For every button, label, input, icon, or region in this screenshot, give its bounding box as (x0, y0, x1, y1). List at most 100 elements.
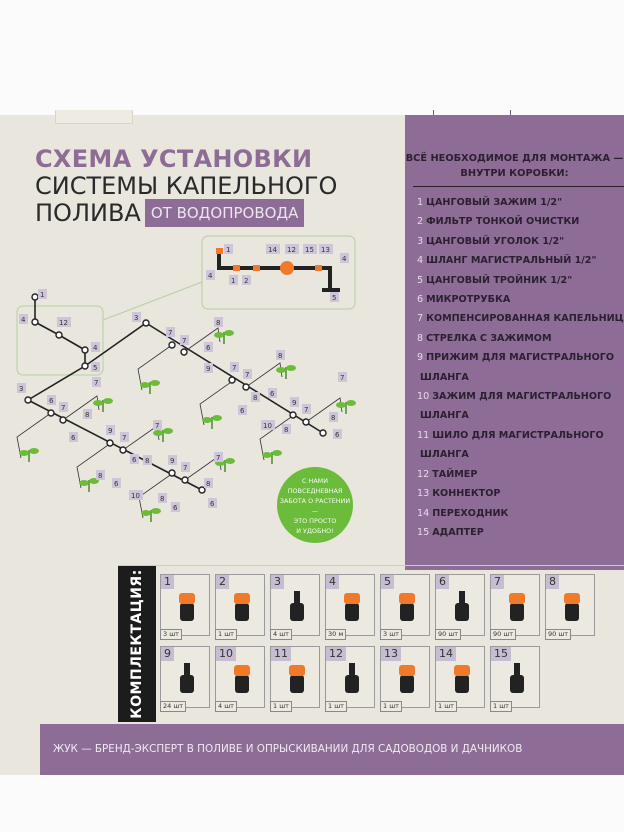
item-number: 15 (417, 526, 430, 538)
plant-icon (153, 430, 163, 436)
label-box (91, 362, 100, 372)
label-box (214, 317, 223, 327)
brand-footer: ЖУК — БРЕНД-ЭКСПЕРТ В ПОЛИВЕ И ОПРЫСКИВА… (40, 724, 624, 775)
diagram-label: 7 (304, 406, 308, 414)
connector-node (55, 331, 63, 339)
diagram-label: 7 (61, 404, 65, 412)
kit-item-quantity: 3 шт (380, 629, 402, 640)
connector-node (289, 411, 297, 419)
plant-icon (29, 448, 39, 454)
diagram-label: 15 (305, 246, 314, 254)
kit-item-quantity: 1 шт (325, 701, 347, 712)
item-text: ТАЙМЕР (432, 468, 478, 480)
label-box (285, 244, 299, 254)
label-box (319, 244, 333, 254)
kit-item-number: 9 (161, 647, 174, 661)
kit-item-quantity: 1 шт (380, 701, 402, 712)
badge-text: ЗАБОТА О РАСТЕНИИ (279, 497, 351, 505)
diagram-label: 7 (168, 329, 172, 337)
label-box (208, 498, 217, 508)
micro-tube (183, 327, 221, 353)
slogan-badge: С НАМИ ПОВСЕДНЕВНАЯ ЗАБОТА О РАСТЕНИИ — … (277, 467, 353, 543)
connector-node (168, 341, 176, 349)
connector-node (319, 429, 327, 437)
part-image (395, 589, 419, 623)
kit-item-number: 3 (271, 575, 284, 589)
item-text: ЦАНГОВЫЙ ЗАЖИМ 1/2" (426, 197, 563, 208)
diagram-label: 6 (335, 431, 340, 439)
label-box (132, 312, 141, 322)
diagram-label: 6 (132, 456, 137, 464)
connector-node (242, 383, 250, 391)
diagram-label: 3 (19, 385, 23, 393)
diagram-label: 5 (93, 364, 97, 372)
label-box (238, 405, 247, 415)
plant-icon (19, 450, 29, 456)
badge-text: ЭТО ПРОСТО (293, 517, 337, 525)
label-box (83, 409, 92, 419)
item-text: ФИЛЬТР ТОНКОЙ ОЧИСТКИ (426, 216, 580, 228)
label-box (158, 493, 167, 503)
label-box (251, 392, 260, 402)
micro-tube (137, 344, 173, 391)
item-number: 2 (417, 216, 424, 228)
plant-icon (140, 382, 150, 388)
connector-node (31, 318, 39, 326)
diagram-label: 2 (244, 277, 248, 285)
diagram-label: 6 (270, 390, 275, 398)
item-text: КОННЕКТОР (432, 488, 501, 500)
divider (413, 186, 624, 187)
item-number: 9 (417, 352, 424, 364)
diagram-label: 7 (94, 379, 98, 387)
diagram-label: 8 (284, 426, 288, 434)
kit-item-number: 2 (216, 575, 229, 589)
diagram-label: 6 (49, 397, 54, 405)
part-image (450, 589, 474, 623)
label-box (166, 327, 175, 337)
parts-list-item: ШЛАНГА (417, 368, 624, 387)
item-number: 11 (417, 429, 430, 441)
connector-node (81, 346, 89, 354)
part-image (450, 661, 474, 695)
kit-item-quantity: 4 шт (270, 629, 292, 640)
label-box (59, 402, 68, 412)
diagram-label: 10 (131, 492, 140, 500)
diagram-label: 4 (342, 255, 347, 263)
micro-tube (259, 414, 295, 461)
label-box (329, 412, 338, 422)
item-number: 6 (417, 294, 424, 306)
item-text: КОМПЕНСИРОВАННАЯ КАПЕЛЬНИЦА (426, 313, 624, 325)
kit-item-quantity: 1 шт (215, 629, 237, 640)
micro-tube (76, 442, 112, 489)
label-box (206, 270, 215, 280)
diagram-label: 6 (173, 504, 178, 512)
kit-item: 2 1 шт (215, 574, 265, 640)
item-text: ШИЛО ДЛЯ МАГИСТРАЛЬНОГО (432, 429, 604, 441)
hose-line (58, 334, 86, 351)
label-box (168, 455, 177, 465)
connector-node (302, 418, 310, 426)
connector-node (24, 396, 32, 404)
connector-node (31, 293, 39, 301)
label-box (96, 470, 105, 480)
diagram-label: 7 (155, 422, 159, 430)
badge-text: ПОВСЕДНЕВНАЯ (287, 487, 343, 495)
diagram-label: 9 (292, 399, 296, 407)
kit-item: 3 4 шт (270, 574, 320, 640)
badge-text: И УДОБНО! (296, 527, 334, 535)
diagram-label: 1 (231, 277, 235, 285)
plant-icon (346, 400, 356, 406)
item-number: 10 (417, 391, 430, 403)
kit-item-number: 8 (546, 575, 559, 589)
kit-item-quantity: 30 м (325, 629, 347, 640)
item-text: СТРЕЛКА С ЗАЖИМОМ (426, 332, 552, 344)
diagram-label: 12 (59, 319, 68, 327)
